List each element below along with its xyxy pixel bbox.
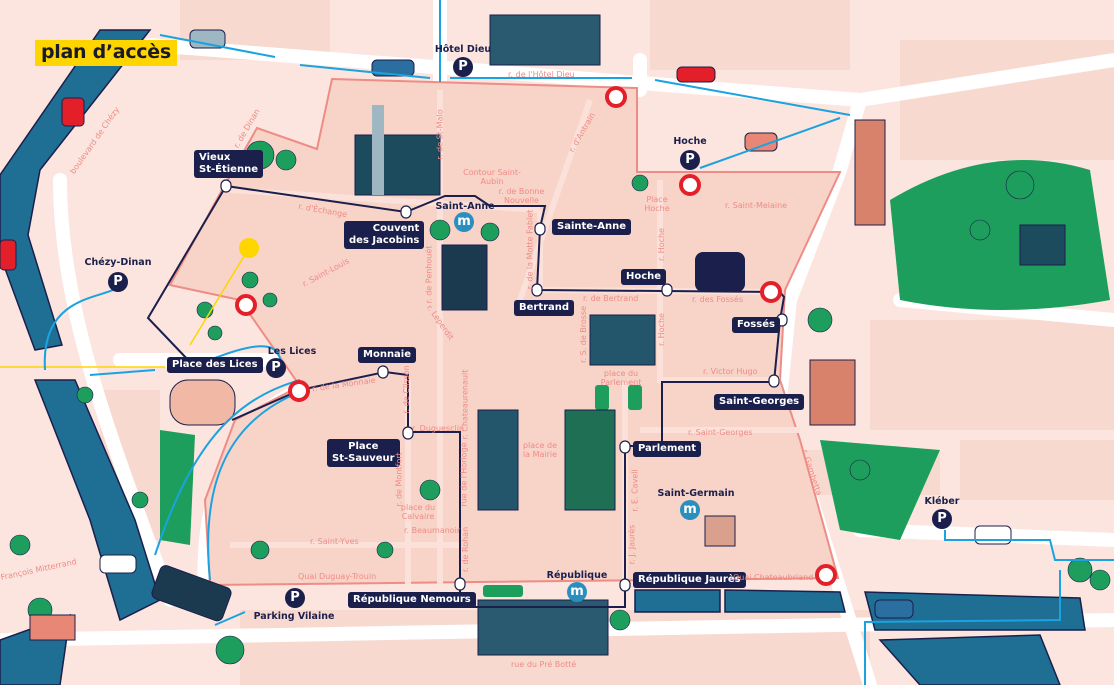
metro-icon[interactable]: m [567, 582, 587, 602]
parks [160, 160, 1110, 597]
street-label: r. S. de Brosse [579, 305, 589, 364]
stop-parlement[interactable]: Parlement [633, 441, 702, 457]
street-label: r. de St-Malo [435, 109, 445, 160]
street-label: r. Saint-Georges [688, 428, 753, 437]
street-label: place de la Mairie [522, 441, 558, 459]
street-label: place du Parlement [600, 369, 642, 387]
street-label: Quai Duguay-Trouin [298, 572, 377, 581]
street-label: r. Hoche [656, 313, 666, 346]
parking-icon[interactable]: P [680, 150, 700, 170]
parking-label-vilaine: Parking Vilaine [253, 611, 335, 622]
street-label: Contour Saint-Aubin [463, 168, 521, 186]
street-label: rue de l'Horloge [459, 442, 469, 507]
shuttle-stops [220, 179, 788, 592]
street-label: r. de la Motte Fablet [525, 209, 535, 290]
stop-fosses[interactable]: Fossés [732, 317, 780, 333]
stop-label: St-Étienne [199, 164, 258, 175]
street-label: Place Hoche [644, 195, 670, 213]
stop-republique-nemours[interactable]: République Nemours [348, 592, 476, 608]
metro-icon[interactable]: m [454, 212, 474, 232]
parking-icon[interactable]: P [285, 588, 305, 608]
parking-label-chezy-dinan: Chézy-Dinan [84, 257, 152, 268]
street-label: r. des Fossés [692, 295, 743, 304]
street-label: r. Saint-Melaine [725, 201, 788, 210]
stop-sainte-anne[interactable]: Sainte-Anne [552, 219, 631, 235]
parking-label-kleber: Kléber [924, 496, 960, 507]
street-label: rue du Pré Botté [511, 660, 577, 669]
street-label: r. de Bonne Nouvelle [498, 187, 545, 205]
stop-label: Couvent [372, 223, 420, 234]
stop-place-des-lices[interactable]: Place des Lices [167, 357, 263, 373]
stop-saint-georges[interactable]: Saint-Georges [714, 394, 805, 410]
street-label: place du Calvaire [400, 503, 436, 521]
stop-label: Vieux [199, 152, 231, 163]
street-label: r. Saint-Yves [310, 537, 359, 546]
restricted-access-points [235, 86, 837, 586]
stop-label: des Jacobins [349, 235, 420, 246]
metro-label-republique: République [546, 570, 608, 581]
landmark-buildings [169, 14, 1066, 656]
metro-icon[interactable]: m [680, 500, 700, 520]
stop-bertrand[interactable]: Bertrand [514, 300, 575, 316]
parking-label-hoche: Hoche [673, 136, 707, 147]
stop-hoche[interactable]: Hoche [621, 269, 667, 285]
street-label: r. de Bertrand [583, 294, 639, 303]
street-label: Quai Chateaubriand [733, 573, 814, 582]
stop-label: St-Sauveur [332, 453, 395, 464]
street-label: r. E. Cavell [630, 469, 640, 512]
parking-label-les-lices: Les Lices [267, 346, 317, 357]
stop-republique-jaures[interactable]: République Jaurès [633, 572, 746, 588]
trees [9, 140, 1111, 665]
metro-label-saint-germain: Saint-Germain [657, 488, 735, 499]
street-label: r. Hoche [656, 228, 666, 261]
street-label: r. Duguesclin [412, 424, 465, 433]
highlight-marker [0, 238, 259, 368]
street-label: r. de l'Hôtel Dieu [508, 70, 575, 79]
stop-monnaie[interactable]: Monnaie [358, 347, 417, 363]
parking-icon[interactable]: P [266, 358, 286, 378]
parking-icon[interactable]: P [453, 57, 473, 77]
street-label: r. Beaumanoir [404, 526, 461, 535]
street-label: r. de Rohan [461, 526, 471, 573]
street-label: r. J. Jaurès [627, 524, 637, 565]
street-label: r. de Penhouët [424, 245, 434, 304]
street-label: r. Victor Hugo [703, 367, 758, 376]
vehicles [0, 29, 1012, 641]
street-label: r. de Montfort [394, 452, 404, 507]
street-label: r. de Clisson [401, 365, 411, 414]
metro-label-saint-anne: Saint-Anne [435, 201, 495, 212]
parking-icon[interactable]: P [932, 509, 952, 529]
parking-label-hotel-dieu: Hôtel Dieu [434, 44, 492, 55]
stop-label: Place [348, 441, 379, 452]
parking-icon[interactable]: P [108, 272, 128, 292]
page-title: plan d’accès [35, 40, 177, 66]
